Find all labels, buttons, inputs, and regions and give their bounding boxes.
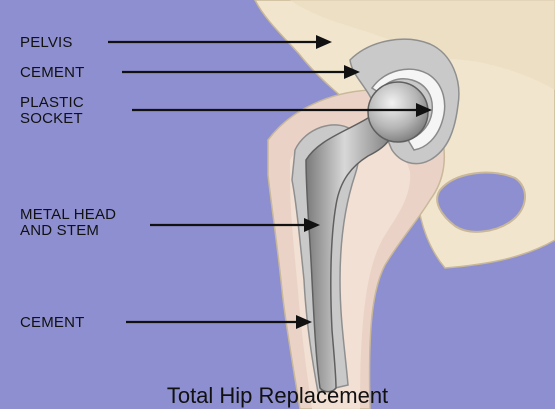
label-cement-bottom: CEMENT [20,314,85,331]
label-metal-head-line2: AND STEM [20,222,99,239]
label-cement-top: CEMENT [20,64,85,81]
label-metal-head-line1: METAL HEAD [20,206,116,223]
diagram-title: Total Hip Replacement [0,384,555,408]
label-plastic-socket-line1: PLASTIC [20,94,84,111]
label-pelvis: PELVIS [20,34,73,51]
label-plastic-socket-line2: SOCKET [20,110,83,127]
